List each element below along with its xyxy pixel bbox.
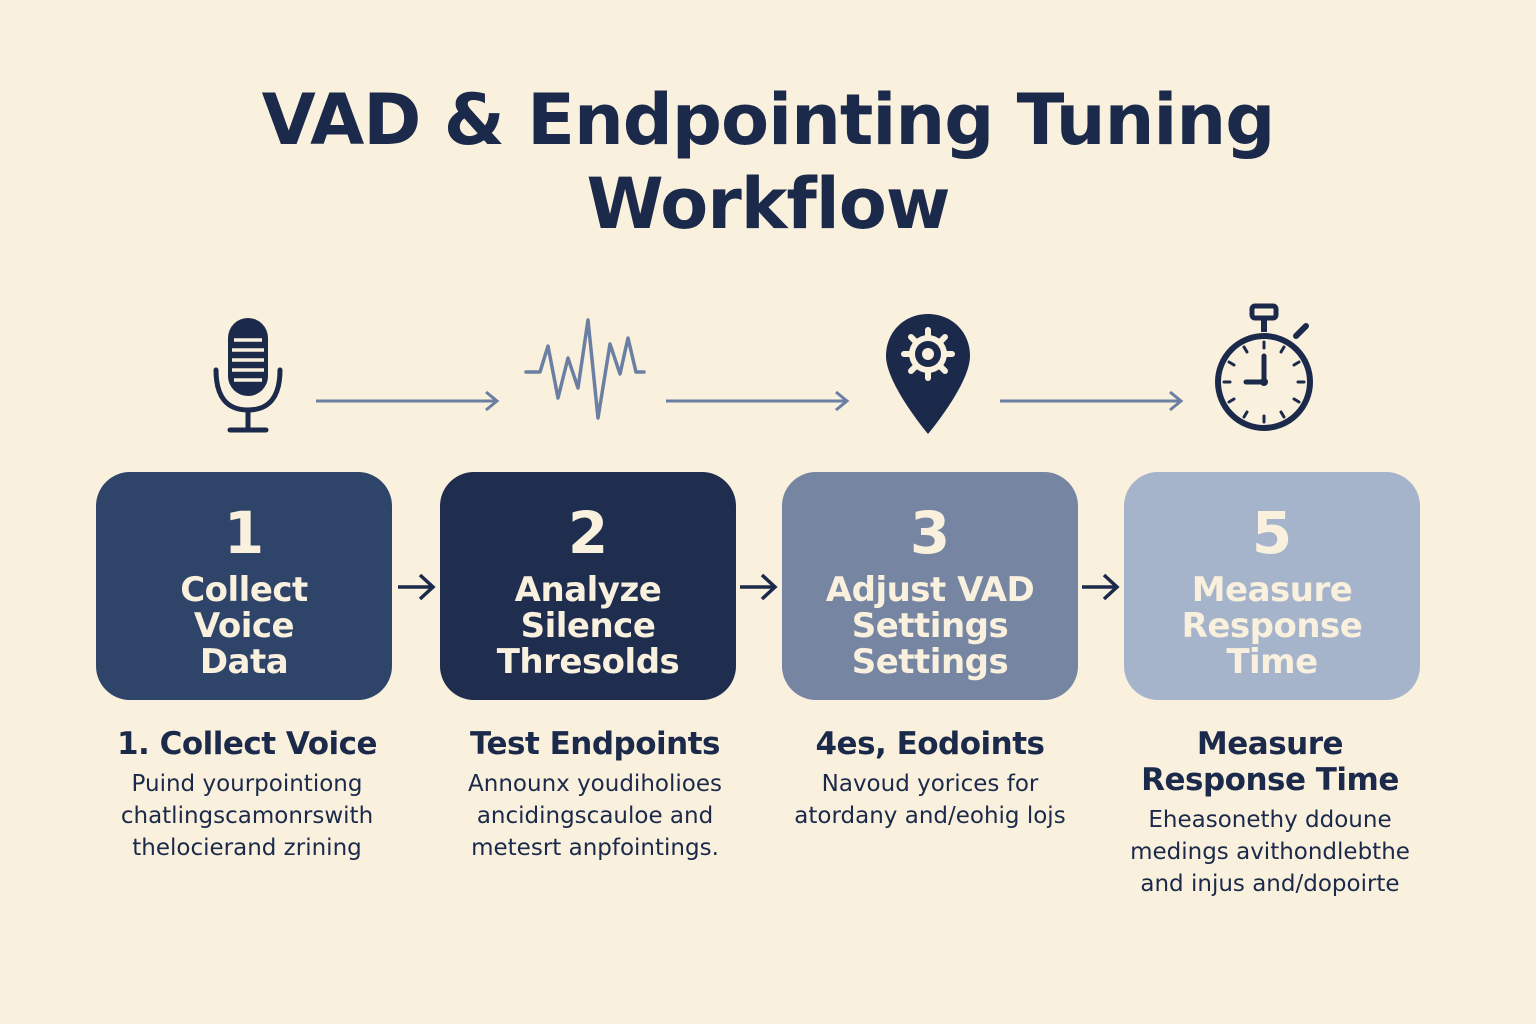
step-description-1: 1. Collect Voice Puind yourpointiong cha… bbox=[82, 726, 412, 864]
flow-arrow-2 bbox=[666, 390, 850, 412]
step-label: Collect Voice Data bbox=[180, 570, 308, 682]
step-number: 3 bbox=[909, 499, 951, 567]
step-description-4: Measure Response Time Eheasonethy ddoune… bbox=[1105, 726, 1435, 900]
stopwatch-icon bbox=[1215, 303, 1313, 431]
description-body: Announx youdiholioes ancidingscauloe and… bbox=[468, 771, 722, 861]
description-body: Navoud yorices for atordany and/eohig lo… bbox=[794, 771, 1066, 829]
step-label: Adjust VAD Settings Settings bbox=[825, 570, 1035, 682]
flow-arrow-3 bbox=[1000, 390, 1184, 412]
step-description-3: 4es, Eodoints Navoud yorices for atordan… bbox=[765, 726, 1095, 832]
waveform-icon bbox=[524, 318, 646, 420]
description-title: 1. Collect Voice bbox=[116, 726, 378, 762]
description-title: Test Endpoints bbox=[469, 726, 721, 762]
step-number: 2 bbox=[567, 499, 609, 567]
step-number: 5 bbox=[1251, 499, 1293, 567]
microphone-icon bbox=[213, 318, 283, 433]
step-label: Analyze Silence Thresolds bbox=[496, 570, 680, 682]
location-gear-icon bbox=[886, 314, 970, 434]
box-arrow-2 bbox=[740, 573, 778, 601]
step-box-2: 2 Analyze Silence Thresolds bbox=[440, 472, 736, 700]
description-title: Measure Response Time bbox=[1141, 726, 1399, 798]
box-arrow-3 bbox=[1082, 573, 1120, 601]
description-body: Puind yourpointiong chatlingscamonrswith… bbox=[120, 771, 374, 861]
title-line-1: VAD & Endpointing Tuning bbox=[261, 79, 1276, 161]
step-number: 1 bbox=[223, 499, 265, 567]
step-box-3: 3 Adjust VAD Settings Settings bbox=[782, 472, 1078, 700]
title-line-2: Workflow bbox=[586, 163, 950, 245]
step-box-4: 5 Measure Response Time bbox=[1124, 472, 1420, 700]
description-title: 4es, Eodoints bbox=[815, 726, 1045, 762]
step-box-1: 1 Collect Voice Data bbox=[96, 472, 392, 700]
box-arrow-1 bbox=[398, 573, 436, 601]
step-label: Measure Response Time bbox=[1181, 570, 1363, 682]
step-description-2: Test Endpoints Announx youdiholioes anci… bbox=[430, 726, 760, 864]
flow-arrow-1 bbox=[316, 390, 500, 412]
description-body: Eheasonethy ddoune medings avithondlebth… bbox=[1130, 807, 1410, 897]
page-title: VAD & Endpointing Tuning Workflow bbox=[0, 78, 1536, 246]
